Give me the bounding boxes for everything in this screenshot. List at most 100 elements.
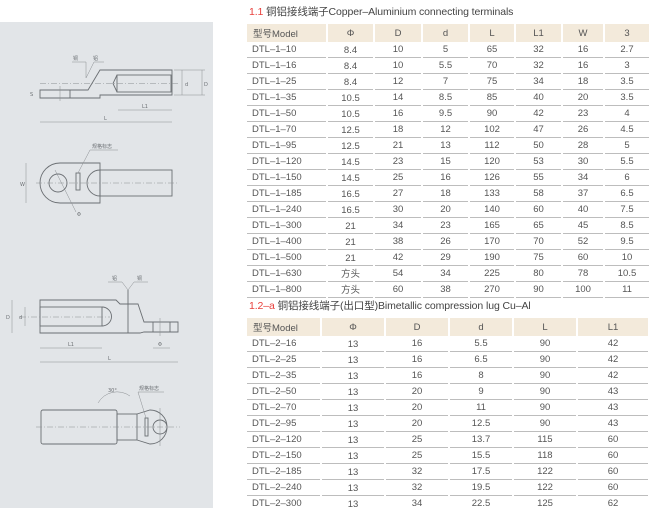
value-cell: 118 (514, 448, 576, 464)
value-cell: 65 (470, 42, 514, 58)
value-cell: 10 (375, 58, 421, 74)
value-cell: 100 (563, 282, 603, 298)
value-cell: 125 (514, 496, 576, 508)
value-cell: 7.5 (605, 202, 649, 218)
value-cell: 12.5 (328, 122, 373, 138)
value-cell: 140 (470, 202, 514, 218)
value-cell: 13 (322, 448, 384, 464)
value-cell: 30 (563, 154, 603, 170)
value-cell: 85 (470, 90, 514, 106)
value-cell: 32 (516, 42, 561, 58)
model-cell: DTL–1–16 (247, 58, 326, 74)
figure-1-side-section: 铜 铝 d D S L1 L (30, 55, 208, 123)
svg-text:S: S (30, 92, 33, 98)
value-cell: 90 (514, 336, 576, 352)
value-cell: 16 (386, 368, 448, 384)
value-cell: 18 (423, 186, 468, 202)
model-cell: DTL–2–150 (247, 448, 320, 464)
value-cell: 40 (516, 90, 561, 106)
svg-text:L: L (108, 356, 111, 362)
value-cell: 16 (386, 352, 448, 368)
value-cell: 4.5 (605, 122, 649, 138)
value-cell: 34 (386, 496, 448, 508)
value-cell: 60 (578, 480, 648, 496)
model-cell: DTL–1–630 (247, 266, 326, 282)
value-cell: 9.5 (605, 234, 649, 250)
value-cell: 21 (375, 138, 421, 154)
value-cell: 43 (578, 400, 648, 416)
svg-text:L1: L1 (68, 342, 74, 348)
value-cell: 170 (470, 234, 514, 250)
value-cell: 58 (516, 186, 561, 202)
svg-text:铝: 铝 (93, 55, 98, 62)
value-cell: 5.5 (450, 336, 512, 352)
value-cell: 28 (563, 138, 603, 154)
column-header: L1 (578, 318, 648, 336)
value-cell: 80 (516, 266, 561, 282)
value-cell: 11 (605, 282, 649, 298)
column-header: d (423, 24, 468, 42)
svg-text:铜: 铜 (137, 275, 142, 282)
value-cell: 8.4 (328, 58, 373, 74)
value-cell: 20 (386, 416, 448, 432)
value-cell: 37 (563, 186, 603, 202)
value-cell: 90 (470, 106, 514, 122)
svg-text:d: d (19, 315, 22, 321)
value-cell: 18 (563, 74, 603, 90)
value-cell: 22.5 (450, 496, 512, 508)
model-cell: DTL–1–185 (247, 186, 326, 202)
value-cell: 42 (578, 336, 648, 352)
value-cell: 60 (578, 448, 648, 464)
value-cell: 32 (516, 58, 561, 74)
value-cell: 9 (450, 384, 512, 400)
value-cell: 16 (375, 106, 421, 122)
value-cell: 16 (423, 170, 468, 186)
value-cell: 60 (375, 282, 421, 298)
value-cell: 6.5 (605, 186, 649, 202)
value-cell: 8.5 (423, 90, 468, 106)
value-cell: 112 (470, 138, 514, 154)
value-cell: 43 (578, 416, 648, 432)
value-cell: 60 (563, 250, 603, 266)
value-cell: 70 (516, 234, 561, 250)
model-cell: DTL–1–70 (247, 122, 326, 138)
model-cell: DTL–2–300 (247, 496, 320, 508)
svg-text:规格标志: 规格标志 (92, 143, 112, 150)
value-cell: 方头 (328, 282, 373, 298)
value-cell: 13 (322, 368, 384, 384)
svg-text:d: d (185, 82, 188, 88)
value-cell: 10.5 (605, 266, 649, 282)
value-cell: 8.5 (605, 218, 649, 234)
model-cell: DTL–2–16 (247, 336, 320, 352)
svg-text:D: D (204, 82, 208, 88)
value-cell: 16 (563, 42, 603, 58)
value-cell: 20 (386, 400, 448, 416)
figure-2-top-view: W 规格标志 Φ (20, 143, 178, 218)
value-cell: 14 (375, 90, 421, 106)
value-cell: 54 (375, 266, 421, 282)
value-cell: 60 (516, 202, 561, 218)
value-cell: 16.5 (328, 202, 373, 218)
value-cell: 13 (322, 352, 384, 368)
column-header: L (514, 318, 576, 336)
section-2-heading: 铜铝接线端子(出口型)Bimetallic compression lug Cu… (274, 300, 531, 312)
value-cell: 45 (563, 218, 603, 234)
value-cell: 42 (578, 368, 648, 384)
value-cell: 10.5 (328, 106, 373, 122)
value-cell: 90 (514, 384, 576, 400)
value-cell: 2.7 (605, 42, 649, 58)
value-cell: 12 (375, 74, 421, 90)
svg-text:L1: L1 (142, 104, 148, 110)
section-2-number: 1.2–a (249, 300, 275, 312)
model-cell: DTL–1–25 (247, 74, 326, 90)
figure-3-side-section: 铝 铜 D d L1 Φ L (6, 275, 179, 363)
value-cell: 14.5 (328, 154, 373, 170)
